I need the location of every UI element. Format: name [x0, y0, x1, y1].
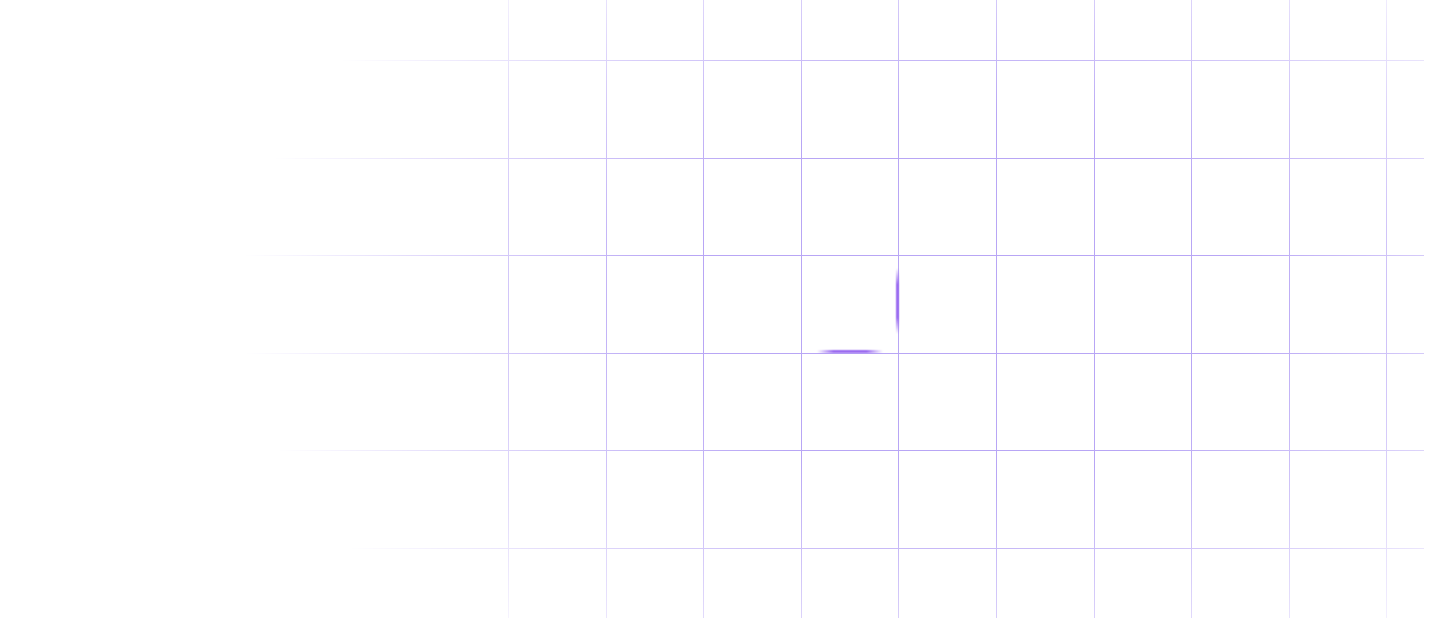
- vertical-beam-accent: [896, 268, 899, 334]
- horizontal-beam-accent: [817, 350, 883, 353]
